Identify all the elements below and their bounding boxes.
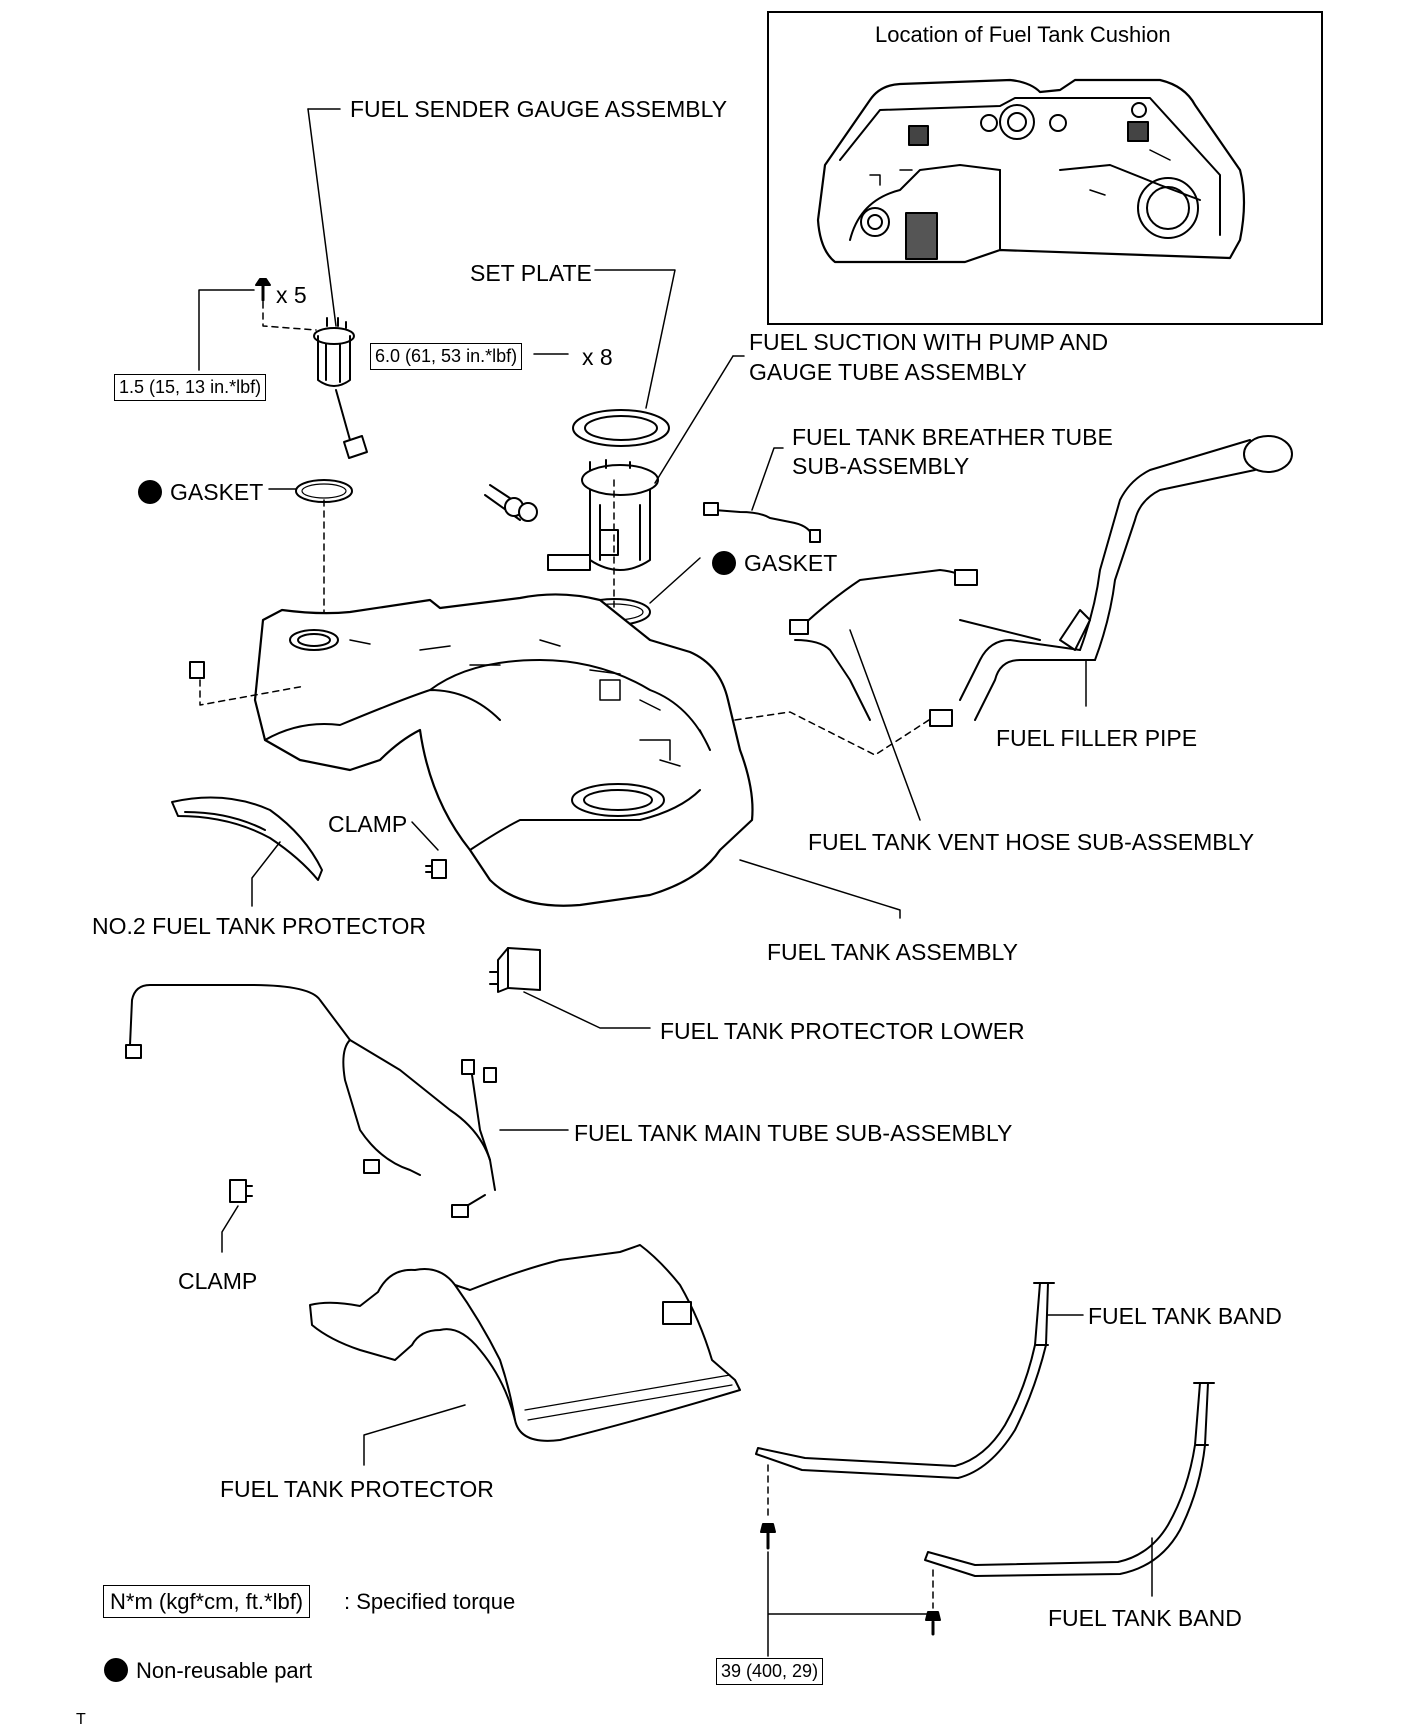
screw-icon-sender (255, 278, 271, 302)
label-gasket-left: GASKET (138, 480, 263, 504)
fuel-sender-gauge-part (313, 317, 368, 459)
leader-tank-assembly (739, 859, 901, 919)
footer-mark: T (76, 1711, 86, 1728)
tank-clip-part (189, 661, 205, 679)
label-fuel-tank-band-2: FUEL TANK BAND (1048, 1605, 1242, 1631)
label-clamp-upper: CLAMP (328, 811, 408, 837)
label-protector-lower: FUEL TANK PROTECTOR LOWER (660, 1018, 1025, 1044)
leader-no2-protector (251, 841, 281, 907)
non-reusable-dot-icon (104, 1658, 128, 1682)
fuel-tank-assembly-part (253, 593, 754, 907)
legend-torque-text: : Specified torque (344, 1589, 516, 1614)
non-reusable-dot-icon (138, 480, 162, 504)
gasket-right-text: GASKET (744, 550, 838, 576)
dash-clip-to-tank (199, 679, 306, 706)
leader-tank-protector (363, 1404, 466, 1466)
vent-hose-part (789, 569, 978, 727)
clamp-lower-part (229, 1179, 253, 1203)
gasket-left-part (295, 479, 353, 503)
label-fuel-tank-band-1: FUEL TANK BAND (1088, 1303, 1282, 1329)
leader-suction (654, 355, 734, 484)
torque-band-bolts: 39 (400, 29) (716, 1658, 824, 1685)
legend-torque-box: N*m (kgf*cm, ft.*lbf) (103, 1585, 311, 1619)
label-set-plate: SET PLATE (470, 260, 592, 286)
leader-protector-lower (523, 991, 651, 1029)
label-fuel-suction-2: GAUGE TUBE ASSEMBLY (749, 359, 1027, 385)
bolt-icon-2 (925, 1611, 941, 1636)
label-clamp-lower: CLAMP (178, 1268, 258, 1294)
leader-sender (307, 108, 337, 327)
inset-frame (767, 11, 1323, 325)
label-fuel-tank-protector: FUEL TANK PROTECTOR (220, 1476, 494, 1502)
torque-sender-screws: 1.5 (15, 13 in.*lbf) (114, 374, 267, 401)
dash-tank-to-vent (734, 711, 933, 756)
leader-set-plate (594, 269, 676, 409)
protector-lower-part (489, 947, 541, 993)
non-reusable-dot-icon (712, 551, 736, 575)
leader-clamp-upper (411, 821, 439, 851)
leader-clamp-lower (221, 1205, 239, 1253)
no2-protector-part (171, 796, 323, 881)
label-gasket-right: GASKET (712, 551, 837, 575)
clamp-upper-part (425, 859, 447, 879)
label-qty-x8: x 8 (582, 344, 613, 370)
label-fuel-tank-assembly: FUEL TANK ASSEMBLY (767, 939, 1018, 965)
leader-x5-box (198, 289, 255, 371)
breather-tube-part (703, 502, 821, 543)
label-breather-2: SUB-ASSEMBLY (792, 453, 970, 479)
fuel-filler-pipe-part (959, 435, 1293, 721)
inset-tank-top-view (816, 78, 1246, 264)
fuel-pump-part (484, 459, 659, 571)
inset-title: Location of Fuel Tank Cushion (875, 22, 1171, 47)
fuel-tank-band-1-part (755, 1282, 1055, 1479)
legend-nonreusable-text: Non-reusable part (136, 1658, 313, 1683)
label-no2-protector: NO.2 FUEL TANK PROTECTOR (92, 913, 426, 939)
fuel-tank-band-2-part (924, 1382, 1215, 1577)
label-breather-1: FUEL TANK BREATHER TUBE (792, 424, 1113, 450)
leader-vent-hose (849, 629, 921, 821)
label-fuel-sender-gauge: FUEL SENDER GAUGE ASSEMBLY (350, 96, 728, 122)
label-fuel-suction-1: FUEL SUCTION WITH PUMP AND (749, 329, 1109, 355)
set-plate-part (572, 409, 670, 447)
main-tube-part (125, 984, 497, 1218)
fuel-tank-protector-part (309, 1244, 741, 1442)
leader-breather (751, 447, 784, 511)
label-fuel-filler-pipe: FUEL FILLER PIPE (996, 725, 1198, 751)
label-qty-x5: x 5 (276, 282, 307, 308)
leader-gasket-right (649, 557, 701, 604)
legend-nonreusable: Non-reusable part (104, 1658, 312, 1682)
dash-screw-sender (262, 301, 317, 331)
label-vent-hose: FUEL TANK VENT HOSE SUB-ASSEMBLY (808, 829, 1255, 855)
gasket-left-text: GASKET (170, 479, 264, 505)
leader-band-torque (767, 1551, 929, 1657)
torque-set-plate-screws: 6.0 (61, 53 in.*lbf) (370, 343, 523, 370)
bolt-icon-1 (760, 1523, 776, 1550)
label-main-tube: FUEL TANK MAIN TUBE SUB-ASSEMBLY (574, 1120, 1013, 1146)
